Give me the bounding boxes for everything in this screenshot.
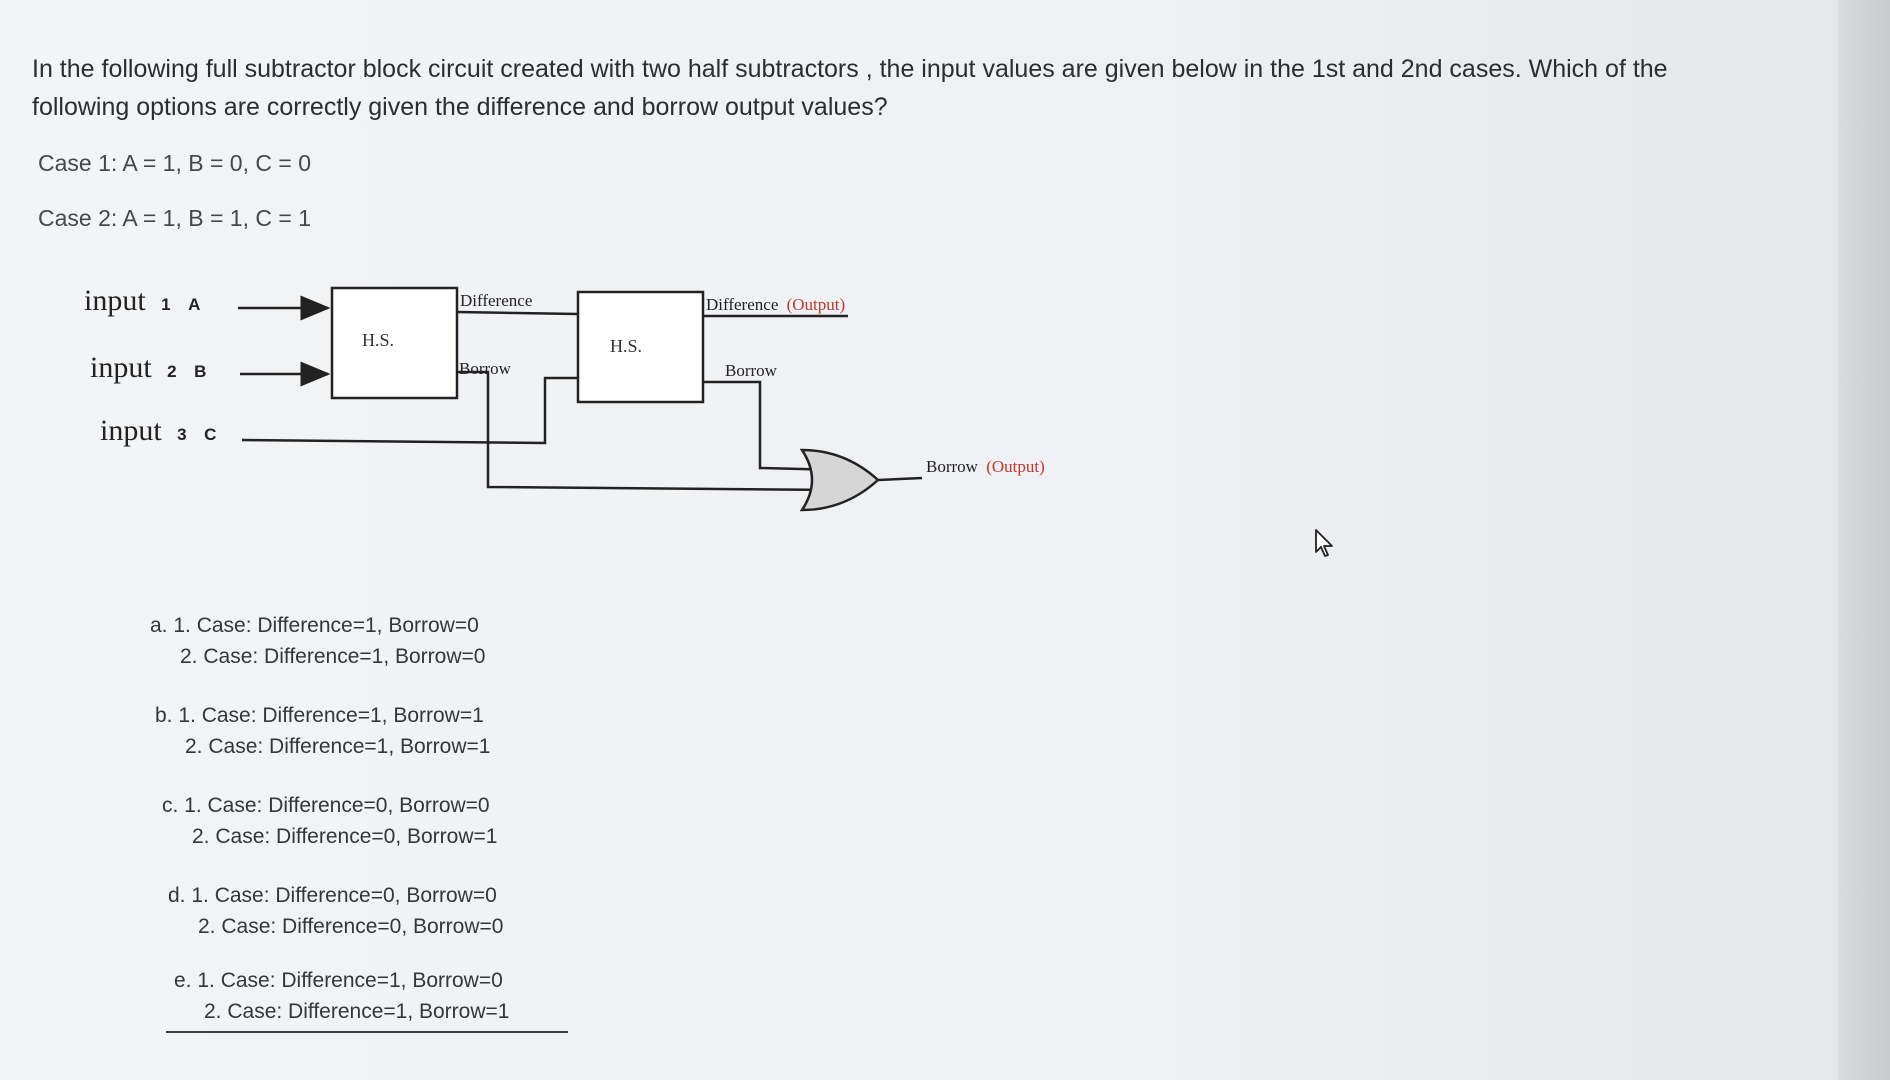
input-2-label: input 2 B	[90, 351, 206, 384]
option-b[interactable]: b. 1. Case: Difference=1, Borrow=1 2. Ca…	[155, 700, 490, 762]
hs1-difference-label: Difference	[460, 291, 532, 310]
hs1-borrow-label: Borrow	[459, 359, 512, 378]
input-3-label: input 3 C	[100, 414, 216, 447]
option-b-line-2: 2. Case: Difference=1, Borrow=1	[185, 735, 491, 758]
option-a[interactable]: a. 1. Case: Difference=1, Borrow=0 2. Ca…	[150, 610, 485, 672]
or-gate-output-wire	[877, 476, 923, 482]
case-1-text: Case 1: A = 1, B = 0, C = 0	[38, 150, 311, 176]
case-2-text: Case 2: A = 1, B = 1, C = 1	[38, 205, 311, 231]
screen-edge	[1838, 0, 1890, 1080]
half-subtractor-2	[576, 290, 705, 404]
option-a-line-2: 2. Case: Difference=1, Borrow=0	[180, 645, 486, 668]
option-e-line-2: 2. Case: Difference=1, Borrow=1	[204, 1000, 510, 1023]
hs1-borrow-wire	[457, 370, 841, 492]
half-subtractor-2-label: H.S.	[610, 336, 642, 356]
option-a-line-1: a. 1. Case: Difference=1, Borrow=0	[150, 614, 479, 637]
full-subtractor-circuit-diagram: input 1 A input 2 B input 3 C H.S. Diffe…	[84, 284, 1045, 512]
option-e-line-1: e. 1. Case: Difference=1, Borrow=0	[174, 969, 503, 992]
hs2-borrow-label: Borrow	[725, 361, 778, 380]
option-e[interactable]: e. 1. Case: Difference=1, Borrow=0 2. Ca…	[174, 965, 509, 1027]
hs2-borrow-wire	[703, 380, 841, 472]
half-subtractor-1	[330, 286, 459, 400]
question-text: In the following full subtractor block c…	[32, 55, 1668, 121]
option-d-line-2: 2. Case: Difference=0, Borrow=0	[198, 915, 504, 938]
hs2-difference-label: Difference (Output)	[706, 295, 845, 314]
input-3-wire	[241, 376, 578, 445]
borrow-output-label: Borrow (Output)	[926, 457, 1045, 476]
or-gate	[799, 448, 880, 512]
mouse-pointer-icon	[1315, 529, 1333, 557]
hs1-difference-wire	[456, 310, 579, 316]
option-c-line-1: c. 1. Case: Difference=0, Borrow=0	[162, 794, 490, 817]
option-d-line-1: d. 1. Case: Difference=0, Borrow=0	[168, 884, 497, 907]
input-1-label: input 1 A	[84, 284, 200, 317]
option-d[interactable]: d. 1. Case: Difference=0, Borrow=0 2. Ca…	[168, 880, 503, 942]
option-c-line-2: 2. Case: Difference=0, Borrow=1	[192, 825, 498, 848]
option-c[interactable]: c. 1. Case: Difference=0, Borrow=0 2. Ca…	[162, 790, 497, 852]
divider-line	[166, 1031, 568, 1033]
half-subtractor-1-label: H.S.	[362, 330, 394, 350]
option-b-line-1: b. 1. Case: Difference=1, Borrow=1	[155, 704, 484, 727]
